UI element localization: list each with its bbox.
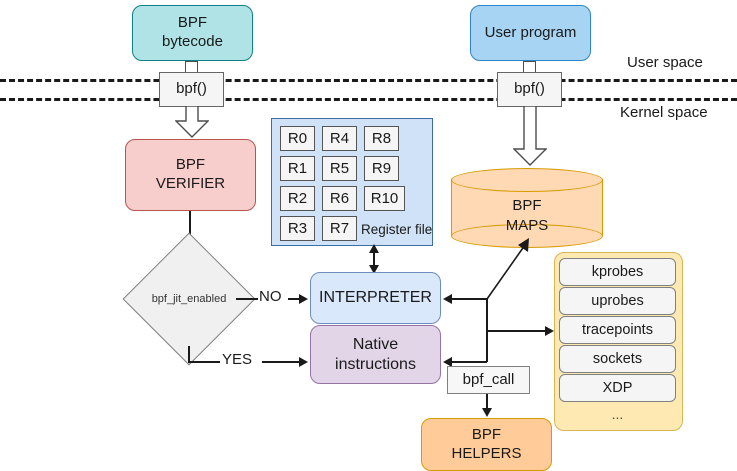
register-chip: R0 <box>280 126 315 151</box>
bpf-verifier-label-line1: BPF <box>175 156 206 174</box>
bpf-syscall-right-label: bpf() <box>514 80 545 98</box>
arrowhead-bpfcall-to-helpers <box>482 408 492 417</box>
bpf-verifier-label-line2: VERIFIER <box>155 175 226 192</box>
edge-regfile-interpreter <box>373 250 375 270</box>
user-kernel-divider-top <box>0 79 737 82</box>
register-chip: R6 <box>322 186 357 211</box>
bpf-verifier-node[interactable]: BPF VERIFIER <box>125 139 256 211</box>
edge-yes-vertical <box>188 346 190 362</box>
edge-trunk-to-native <box>452 361 487 363</box>
bpf-jit-enabled-decision[interactable]: bpf_jit_enabled <box>122 232 256 366</box>
edge-trunk-to-triggers <box>487 330 549 332</box>
register-chip: R10 <box>364 186 405 211</box>
edge-trunk-to-maps <box>486 238 529 300</box>
native-instructions-label-line2: instructions <box>335 355 416 373</box>
bpf-call-label: bpf_call <box>462 370 515 388</box>
arrowhead-no-to-interpreter <box>299 294 308 304</box>
bpf-bytecode-label-line2: bytecode <box>162 33 223 50</box>
register-chip: R2 <box>280 186 315 211</box>
register-file-caption: Register file <box>361 222 433 237</box>
trigger-item-xdp[interactable]: XDP <box>559 374 676 402</box>
bpf-bytecode-node[interactable]: BPF bytecode <box>132 5 253 61</box>
edge-bpfcall-to-helpers <box>486 394 488 410</box>
bpf-syscall-left-label: bpf() <box>176 80 207 98</box>
block-arrow-to-verifier <box>175 106 209 138</box>
kernel-space-label: Kernel space <box>620 104 708 121</box>
trunk-vertical <box>486 298 488 362</box>
edge-no-line <box>236 298 258 300</box>
edge-label-yes: YES <box>222 351 253 368</box>
trigger-item-sockets[interactable]: sockets <box>559 345 676 373</box>
user-program-label: User program <box>484 23 577 41</box>
edge-yes-horizontal-a <box>188 361 220 363</box>
arrowhead-trunk-to-interpreter <box>443 294 452 304</box>
bpf-helpers-node[interactable]: BPF HELPERS <box>421 418 552 471</box>
edge-label-no: NO <box>259 288 282 305</box>
register-chip: R9 <box>364 156 399 181</box>
arrowhead-regfile-up <box>369 244 379 253</box>
register-chip: R8 <box>364 126 399 151</box>
arrowhead-trunk-to-native <box>443 357 452 367</box>
arrowhead-yes-to-native <box>299 357 308 367</box>
trigger-item-tracepoints[interactable]: tracepoints <box>559 316 676 344</box>
block-arrow-to-maps <box>513 106 547 166</box>
register-chip: R1 <box>280 156 315 181</box>
bpf-maps-label-line2: MAPS <box>505 216 549 234</box>
edge-trunk-to-interpreter <box>452 298 487 300</box>
bpf-maps-label: BPF MAPS <box>451 196 603 235</box>
register-chip: R7 <box>322 216 357 241</box>
user-space-label: User space <box>627 54 703 71</box>
trigger-item-uprobes[interactable]: uprobes <box>559 287 676 315</box>
trigger-item-kprobes[interactable]: kprobes <box>559 258 676 286</box>
arrowhead-trunk-to-triggers <box>545 326 554 336</box>
bpf-call-node[interactable]: bpf_call <box>447 366 530 394</box>
bpf-helpers-label-line1: BPF <box>471 425 502 443</box>
bpf-syscall-left[interactable]: bpf() <box>159 72 224 107</box>
native-instructions-label-line1: Native <box>352 335 399 353</box>
interpreter-node[interactable]: INTERPRETER <box>310 272 441 324</box>
edge-yes-horizontal-b <box>262 361 302 363</box>
bpf-maps-label-line1: BPF <box>512 197 542 214</box>
edge-verifier-to-decision <box>189 211 191 243</box>
bpf-syscall-right[interactable]: bpf() <box>497 72 562 107</box>
register-chip: R3 <box>280 216 315 241</box>
native-instructions-node[interactable]: Native instructions <box>310 325 441 384</box>
decision-label: bpf_jit_enabled <box>151 293 227 305</box>
register-chip: R5 <box>322 156 357 181</box>
trigger-item-more: ... <box>611 406 624 422</box>
user-program-node[interactable]: User program <box>470 5 591 61</box>
user-kernel-divider-bottom <box>0 98 737 101</box>
interpreter-label: INTERPRETER <box>319 289 432 306</box>
bpf-helpers-label-line2: HELPERS <box>451 444 522 462</box>
arrowhead-regfile-down <box>369 265 379 274</box>
bpf-maps-cylinder-top <box>451 168 603 192</box>
register-chip: R4 <box>322 126 357 151</box>
bpf-bytecode-label-line1: BPF <box>177 14 208 32</box>
edge-no-line2 <box>288 298 301 300</box>
